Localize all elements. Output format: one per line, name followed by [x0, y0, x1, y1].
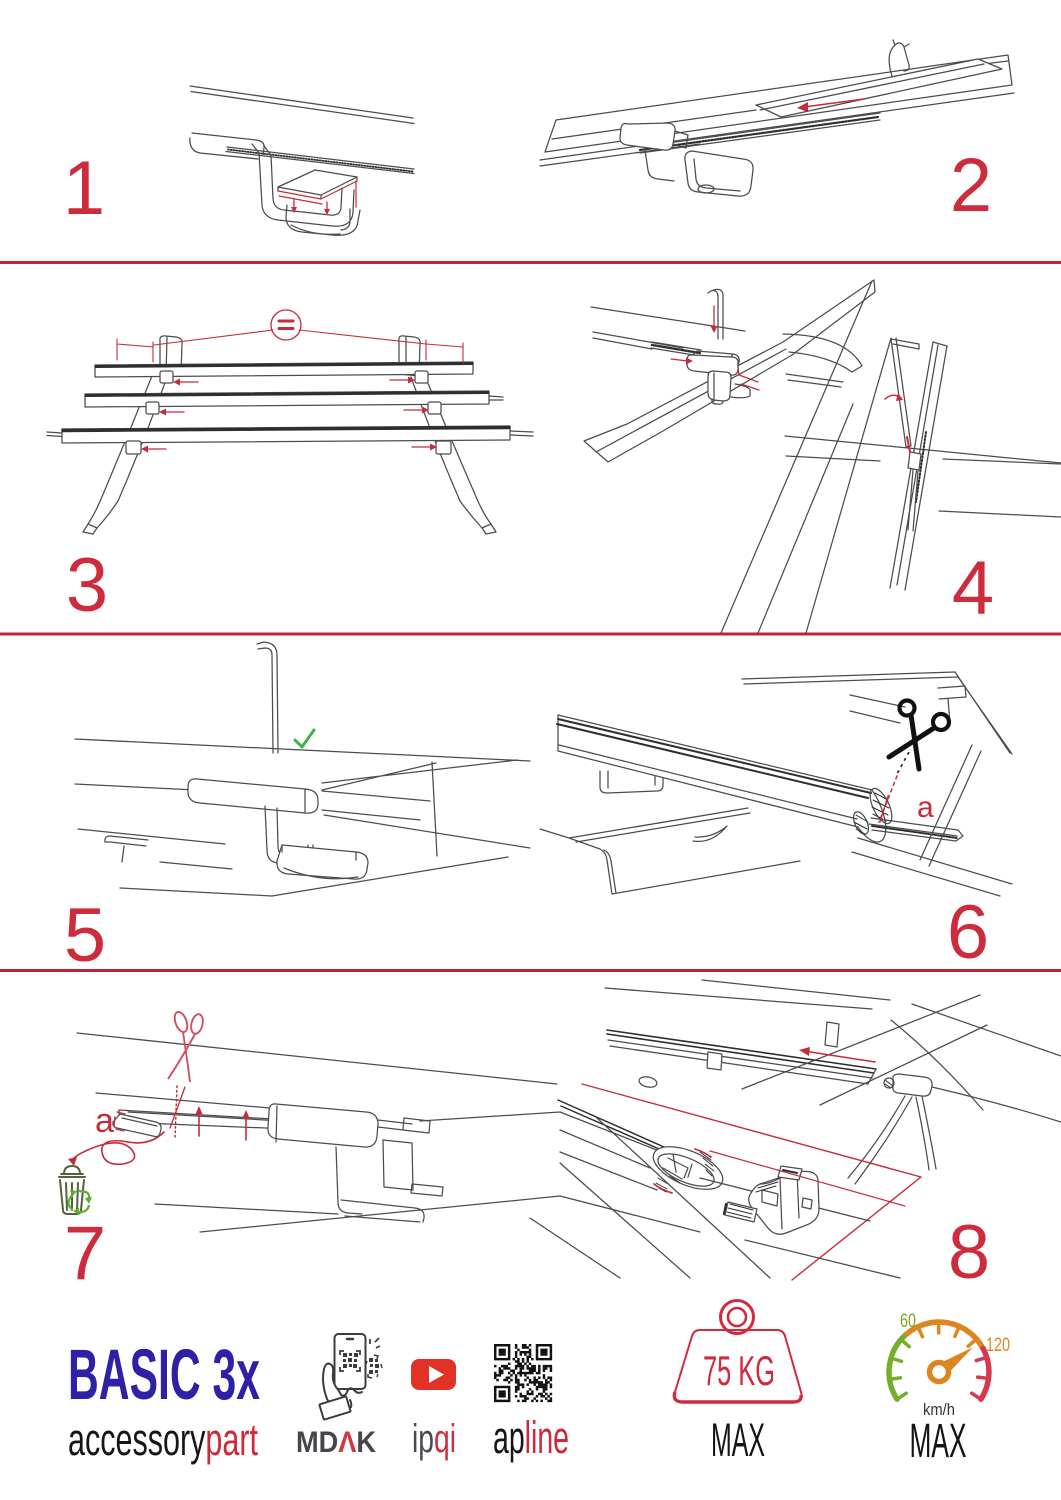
svg-text:7: 7	[64, 1211, 106, 1296]
svg-text:2: 2	[950, 143, 992, 228]
svg-text:MDΛK: MDΛK	[296, 1426, 376, 1459]
svg-text:ipqi: ipqi	[412, 1417, 456, 1461]
svg-text:BASIC 3x: BASIC 3x	[68, 1336, 260, 1415]
svg-text:5: 5	[64, 893, 106, 978]
svg-text:4: 4	[952, 546, 994, 631]
svg-text:a: a	[917, 791, 934, 824]
svg-text:8: 8	[948, 1210, 990, 1295]
svg-text:6: 6	[947, 890, 989, 975]
svg-text:apline: apline	[493, 1412, 569, 1463]
svg-text:MAX: MAX	[711, 1413, 765, 1466]
svg-text:60: 60	[900, 1311, 916, 1332]
svg-text:MAX: MAX	[910, 1415, 967, 1468]
svg-text:accessorypart: accessorypart	[68, 1414, 258, 1465]
svg-text:a: a	[95, 1102, 114, 1140]
svg-text:75 KG: 75 KG	[703, 1347, 775, 1394]
svg-text:120: 120	[986, 1335, 1010, 1356]
svg-text:1: 1	[63, 146, 105, 231]
svg-text:3: 3	[66, 543, 108, 628]
svg-text:km/h: km/h	[923, 1400, 955, 1419]
